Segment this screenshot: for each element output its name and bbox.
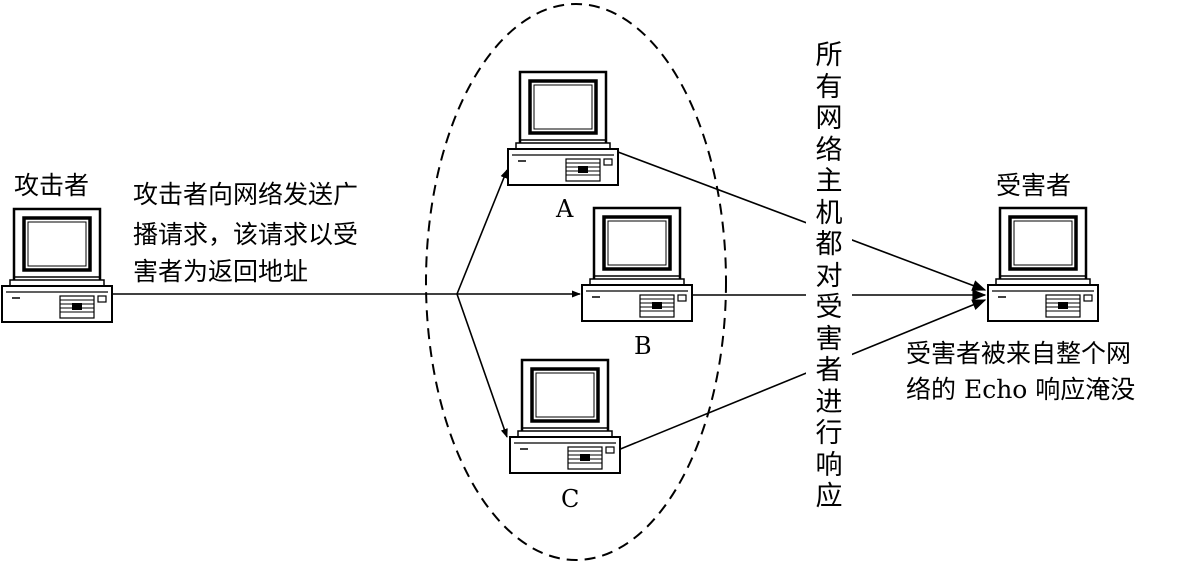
host-b-label: B (634, 332, 652, 360)
victim-note-line-1: 受害者被来自整个网 (906, 339, 1131, 368)
victim-note-line-2: 络的 Echo 响应淹没 (906, 375, 1135, 404)
reply-arrow-host-a (617, 151, 987, 291)
arrow-to-host-c (456, 293, 508, 438)
host-a-label: A (555, 195, 574, 223)
reply-note-vertical: 所有网络主机都对受害者进行响应 (806, 40, 852, 513)
reply-arrow-host-c (617, 299, 987, 451)
host-c-computer (508, 358, 622, 475)
attack-note-line-3: 害者为返回地址 (133, 257, 308, 286)
host-c-label: C (561, 485, 579, 513)
victim-label: 受害者 (996, 171, 1071, 200)
victim-computer (986, 206, 1100, 323)
network-boundary (425, 3, 727, 561)
host-b-computer (580, 206, 694, 323)
attacker-computer (0, 207, 114, 324)
host-a-computer (506, 70, 620, 187)
attacker-label: 攻击者 (14, 171, 89, 200)
attack-note-line-1: 攻击者向网络发送广 (133, 180, 358, 209)
attack-note-line-2: 播请求，该请求以受 (133, 220, 358, 249)
arrow-to-host-a (456, 169, 508, 295)
